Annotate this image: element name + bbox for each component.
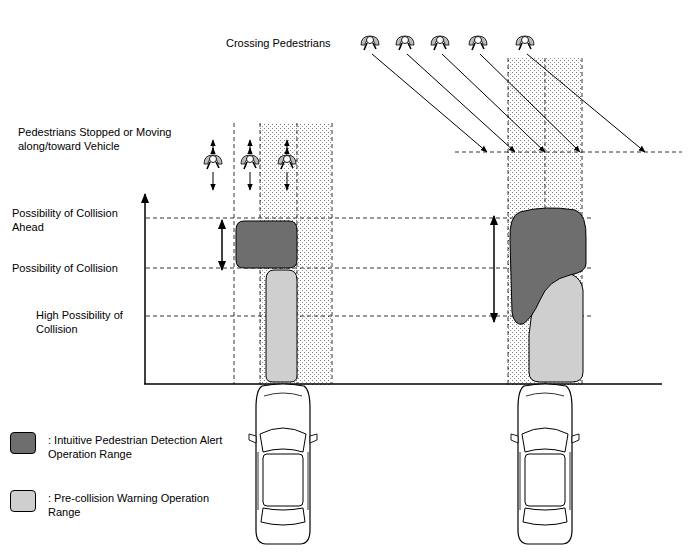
- pedestrian-body: [469, 36, 487, 45]
- axis-label: Pedestrians Stopped or Moving along/towa…: [18, 125, 196, 154]
- axis-label: High Possibility of Collision: [36, 308, 140, 337]
- dashed-guide: [508, 58, 509, 384]
- pedestrian-icon: [469, 36, 487, 50]
- side-mirror: [572, 434, 579, 443]
- pedestrian-legs: [434, 43, 446, 50]
- side-mirror: [249, 434, 256, 443]
- range-arrow: [493, 216, 495, 322]
- axis-label: Crossing Pedestrians: [226, 36, 366, 50]
- dashed-guide: [332, 123, 333, 384]
- pedestrian-head: [284, 156, 291, 163]
- axis-y: [144, 194, 146, 384]
- pedestrian-icon: [241, 155, 259, 169]
- alert-range: [510, 208, 586, 324]
- windshield: [260, 428, 306, 452]
- pedestrian-head: [522, 37, 529, 44]
- legend-text: : Pre-collision Warning Operation Range: [48, 491, 243, 520]
- roof: [263, 454, 303, 506]
- pedestrian-icon: [361, 36, 379, 50]
- movement-arrow: [287, 140, 288, 150]
- axis-x: [144, 383, 662, 385]
- windshield: [522, 428, 568, 452]
- legend-swatch: [10, 490, 36, 512]
- pedestrian-icon: [278, 155, 296, 169]
- pedestrian-body: [516, 36, 534, 45]
- pedestrian-legs: [519, 43, 531, 50]
- dashed-guide: [234, 123, 235, 384]
- hood-line: [264, 393, 302, 396]
- crossing-arrow: [407, 54, 515, 152]
- side-mirror: [310, 434, 317, 443]
- pedestrian-legs: [399, 43, 411, 50]
- crossing-arrow: [480, 54, 580, 152]
- legend-text: : Intuitive Pedestrian Detection Alert O…: [48, 433, 243, 462]
- movement-arrow: [213, 140, 214, 150]
- warning-range: [266, 270, 297, 382]
- rear-window: [523, 508, 567, 525]
- pedestrian-body: [431, 36, 449, 45]
- pedestrian-body: [361, 36, 379, 45]
- hood-line: [526, 393, 564, 396]
- pedestrian-head: [475, 37, 482, 44]
- vehicle-illustration: [511, 384, 579, 544]
- pedestrian-head: [367, 37, 374, 44]
- alert-range: [236, 221, 297, 268]
- pedestrian-legs: [244, 162, 256, 169]
- movement-arrow: [213, 172, 214, 190]
- movement-arrow: [287, 172, 288, 190]
- side-mirror: [511, 434, 518, 443]
- legend-swatch: [10, 432, 36, 454]
- roof: [525, 454, 565, 506]
- pedestrian-head: [247, 156, 254, 163]
- pedestrian-legs: [207, 162, 219, 169]
- vehicle-body: [518, 384, 572, 544]
- pedestrian-head: [402, 37, 409, 44]
- pedestrian-icon: [516, 36, 534, 50]
- pedestrian-body: [204, 155, 222, 164]
- movement-arrow: [250, 172, 251, 190]
- pedestrian-legs: [472, 43, 484, 50]
- vehicle-body: [256, 384, 310, 544]
- pedestrian-body: [278, 155, 296, 164]
- pedestrian-legs: [281, 162, 293, 169]
- pedestrian-head: [210, 156, 217, 163]
- vehicle-illustration: [249, 384, 317, 544]
- pedestrian-body: [396, 36, 414, 45]
- pedestrian-legs: [364, 43, 376, 50]
- crossing-line: [455, 152, 682, 153]
- movement-arrow: [250, 140, 251, 150]
- pedestrian-icon: [204, 155, 222, 169]
- pedestrian-icon: [396, 36, 414, 50]
- rear-window: [261, 508, 305, 525]
- axis-label: Possibility of Collision Ahead: [12, 206, 140, 235]
- axis-label: Possibility of Collision: [12, 261, 140, 275]
- range-arrow: [221, 220, 223, 270]
- pedestrian-body: [241, 155, 259, 164]
- side-windows: [520, 452, 570, 510]
- pedestrian-icon: [431, 36, 449, 50]
- pedestrian-head: [437, 37, 444, 44]
- side-windows: [258, 452, 308, 510]
- crossing-arrow: [372, 54, 487, 152]
- crossing-arrow: [527, 54, 645, 152]
